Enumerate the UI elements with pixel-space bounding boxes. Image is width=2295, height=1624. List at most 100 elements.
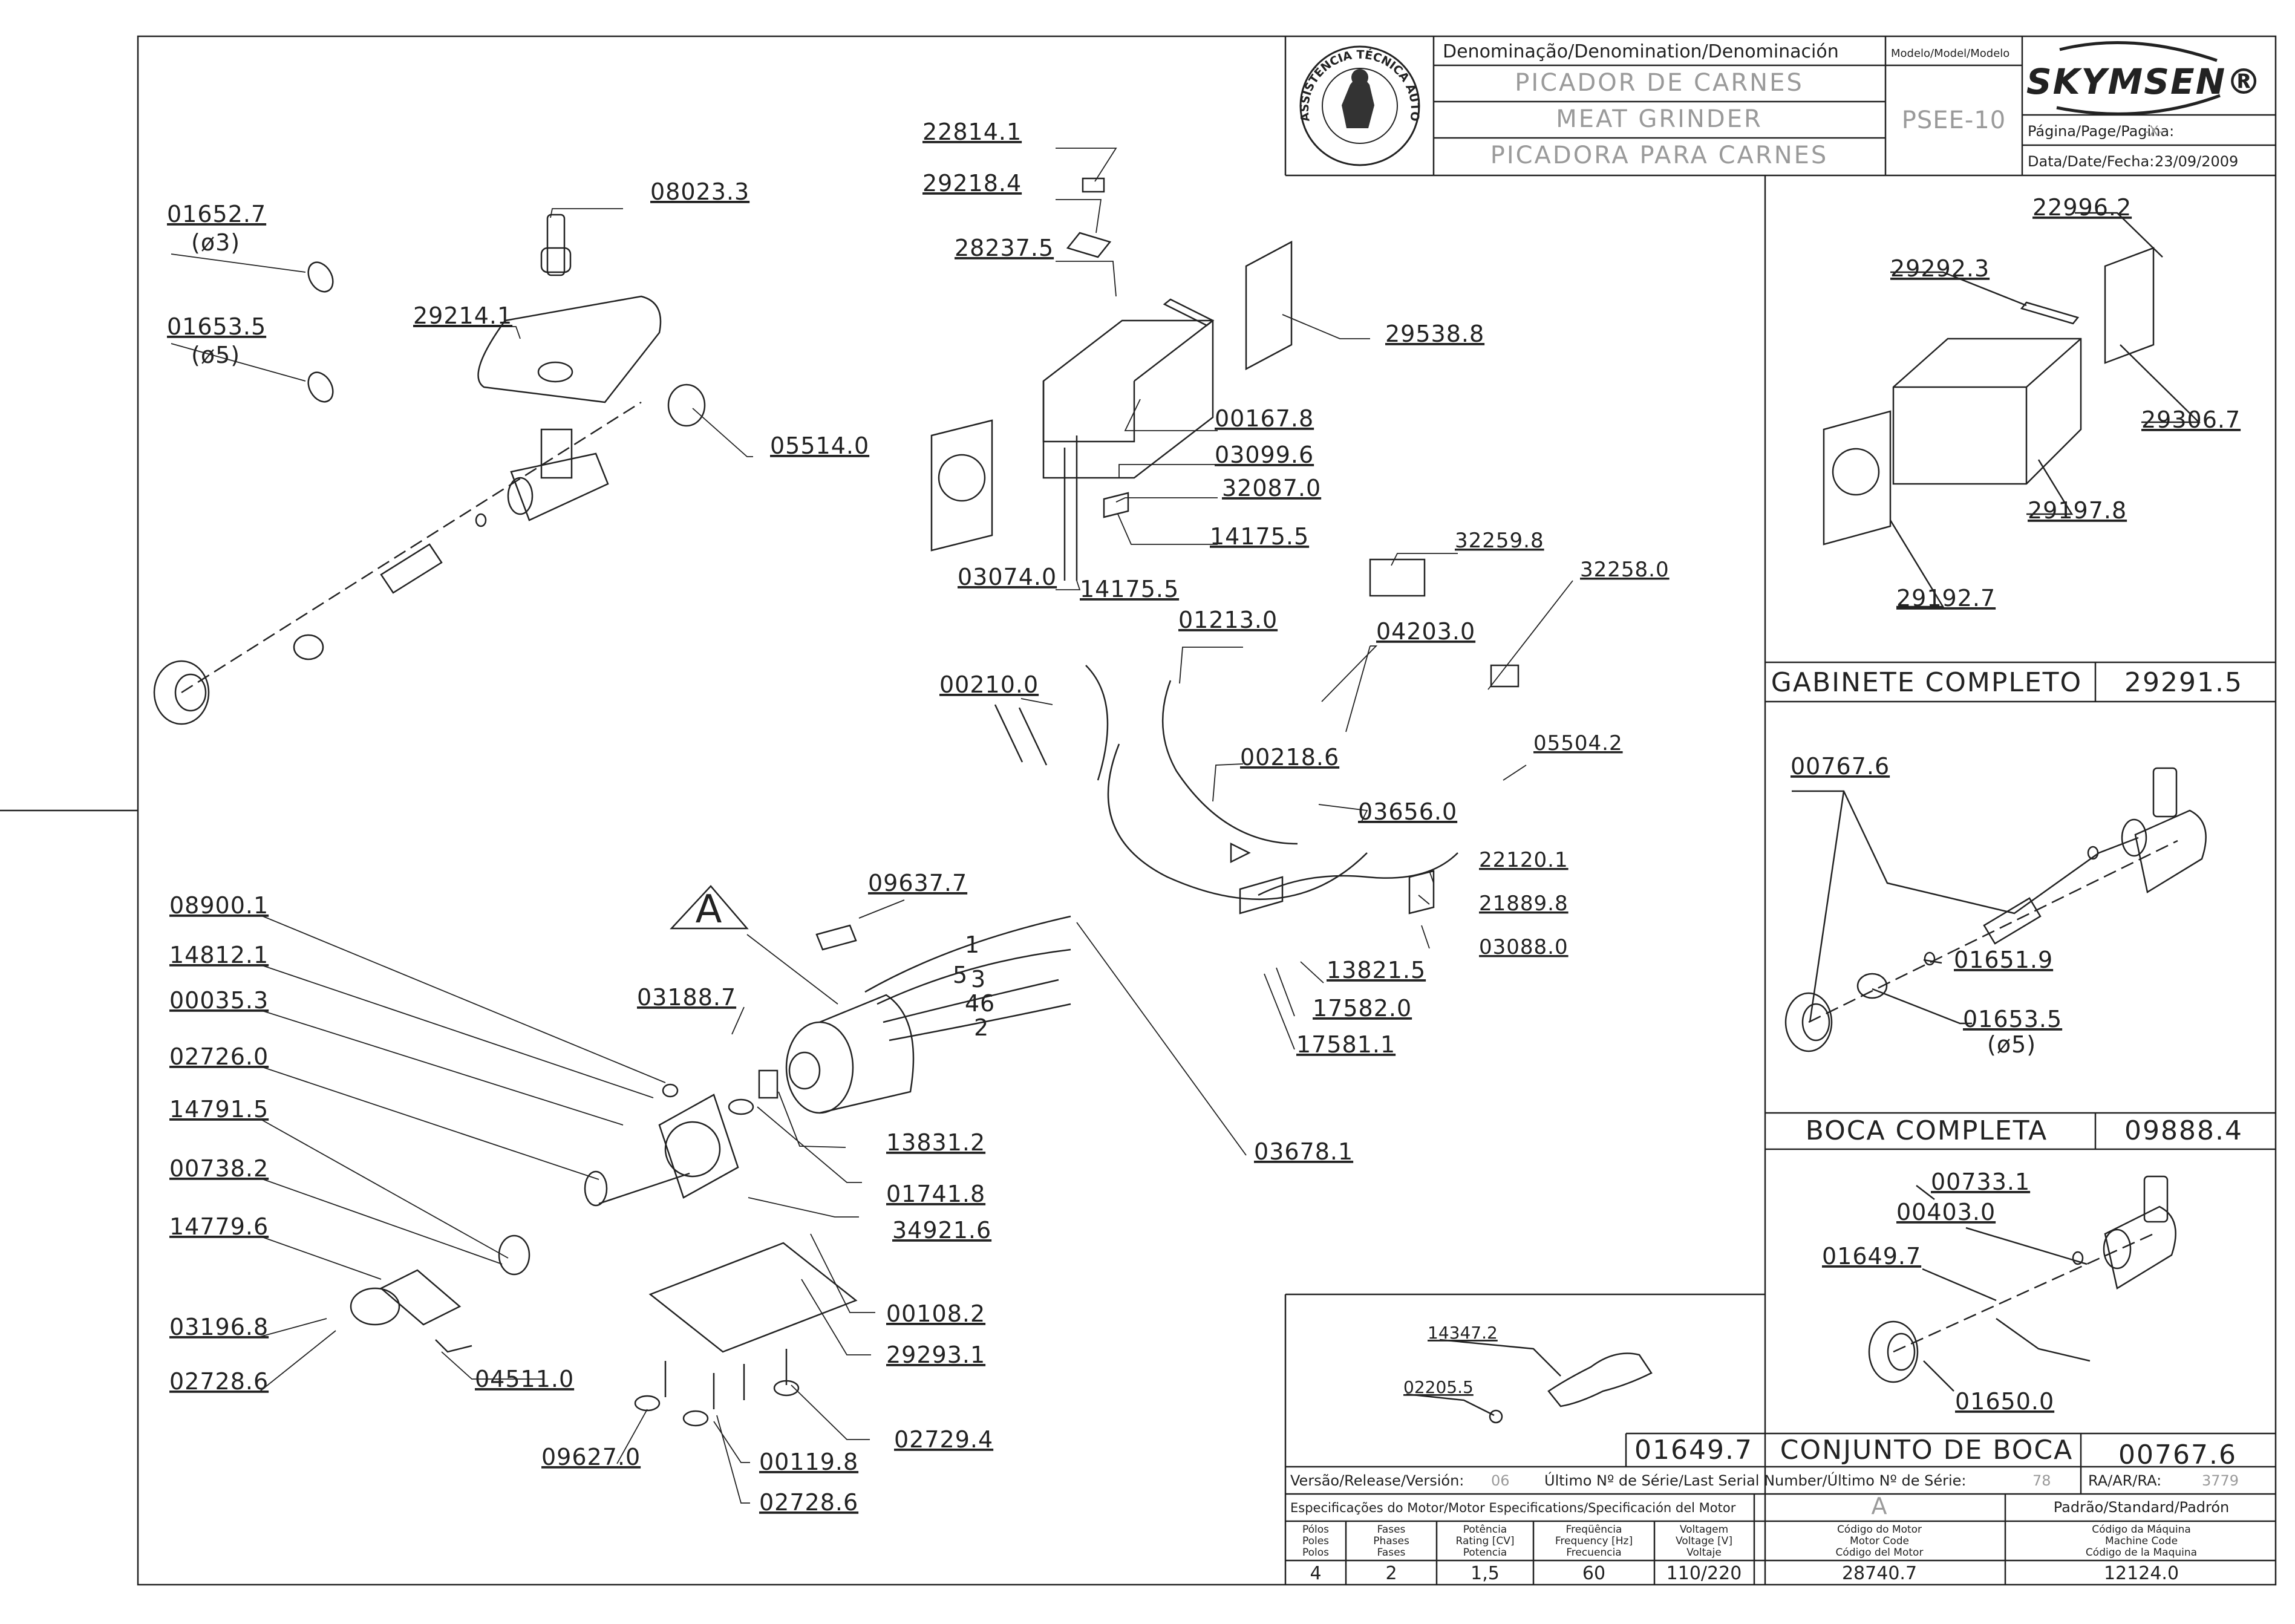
part-label-00403-0: 00403.0 (1896, 1199, 1996, 1225)
part-label-02728-6-b: 02728.6 (169, 1368, 269, 1395)
part-label-03099-6: 03099.6 (1215, 442, 1314, 468)
part-label-09627-0: 09627.0 (541, 1444, 641, 1470)
wire-number: 4 (965, 990, 980, 1017)
col-head-poles: Poles (1302, 1535, 1329, 1547)
brand-logo: SKYMSEN® (2026, 61, 2262, 102)
col-head-rating: Rating [CV] (1456, 1535, 1515, 1547)
part-label-14175-5-b: 14175.5 (1080, 576, 1179, 602)
part-label-08900-1: 08900.1 (169, 892, 269, 919)
part-label-01213-0: 01213.0 (1178, 607, 1278, 633)
part-label-14175-5: 14175.5 (1210, 523, 1309, 550)
part-label-00767-6: 00767.6 (1791, 753, 1890, 780)
part-label-05504-2: 05504.2 (1533, 731, 1623, 755)
value-rating: 1,5 (1471, 1563, 1500, 1584)
grinder-head-group (153, 214, 706, 725)
model-value: PSEE-10 (1902, 106, 2006, 134)
part-label-29214-1: 29214.1 (413, 302, 512, 329)
part-label-32087-0: 32087.0 (1222, 475, 1321, 501)
col-head-machine-code: Machine Code (2105, 1535, 2178, 1547)
part-label-01651-9: 01651.9 (1954, 947, 2053, 973)
value-poles: 4 (1310, 1563, 1321, 1584)
part-label-01649-7: 01649.7 (1822, 1243, 1921, 1270)
part-label-29292-3: 29292.3 (1890, 255, 1990, 282)
part-label-00218-6: 00218.6 (1240, 744, 1339, 771)
ra-label: RA/AR/RA: (2088, 1472, 2161, 1489)
mouth-assembly-box: 00733.1 00403.0 01649.7 01650.0 CONJUNTO… (1780, 1169, 2237, 1470)
col-head-machine-code: Código de la Maquina (2086, 1547, 2197, 1559)
footer-table: Versão/Release/Versión: 06 Último Nº de … (1290, 1471, 2239, 1584)
part-label-17582-0: 17582.0 (1313, 995, 1412, 1022)
version-label: Versão/Release/Versión: (1290, 1472, 1464, 1489)
value-phases: 2 (1385, 1563, 1397, 1584)
cabinet-group (930, 177, 1293, 581)
part-label-22996-2: 22996.2 (2032, 194, 2132, 221)
part-label-32258-0: 32258.0 (1580, 558, 1670, 582)
part-label-01653-5: 01653.5 (167, 313, 266, 340)
part-label-13831-2: 13831.2 (886, 1129, 985, 1156)
value-machine-code: 12124.0 (2104, 1563, 2179, 1584)
part-label-17581-1: 17581.1 (1296, 1031, 1396, 1058)
part-label-02205-5: 02205.5 (1403, 1377, 1474, 1397)
gearbox-group (350, 1083, 858, 1427)
part-label-05514-0: 05514.0 (770, 432, 869, 459)
mouth-complete-box: 00767.6 01651.9 01653.5 (ø5) BOCA COMPLE… (1784, 753, 2242, 1146)
value-frequency: 60 (1582, 1563, 1605, 1584)
part-note-01652-7: (ø3) (191, 229, 240, 256)
col-head-voltage: Voltagem (1680, 1524, 1728, 1536)
col-head-motor-code: Motor Code (1850, 1535, 1909, 1547)
electrical-group (994, 558, 1520, 915)
mouth-assembly-code: 00767.6 (2118, 1440, 2237, 1470)
mouth-assembly-title: CONJUNTO DE BOCA (1780, 1435, 2073, 1466)
part-label-00167-8: 00167.8 (1215, 405, 1314, 432)
part-label-14347-2: 14347.2 (1428, 1323, 1498, 1343)
part-label-29192-7: 29192.7 (1896, 585, 1996, 611)
screw-assembly-box: 14347.2 02205.5 01649.7 (1403, 1323, 1753, 1466)
part-label-09637-7: 09637.7 (868, 870, 967, 896)
col-head-frequency: Frecuencia (1566, 1547, 1621, 1559)
name-pt: PICADOR DE CARNES (1515, 69, 1803, 97)
part-label-01652-7: 01652.7 (167, 201, 266, 227)
wire-number: 2 (974, 1014, 989, 1041)
screw-assembly-code: 01649.7 (1634, 1435, 1753, 1466)
part-label-00733-1: 00733.1 (1931, 1169, 2030, 1195)
col-head-phases: Fases (1377, 1547, 1406, 1559)
col-head-machine-code: Código da Máquina (2092, 1524, 2191, 1536)
mouth-complete-title: BOCA COMPLETA (1806, 1115, 2048, 1146)
col-head-poles: Polos (1302, 1547, 1329, 1559)
name-en: MEAT GRINDER (1556, 105, 1763, 133)
name-es: PICADORA PARA CARNES (1490, 142, 1829, 169)
part-note-01653-5: (ø5) (191, 342, 240, 368)
serial-value: 78 (2032, 1472, 2051, 1489)
part-label-03196-8: 03196.8 (169, 1314, 269, 1340)
part-label-22120-1: 22120.1 (1479, 848, 1569, 872)
part-label-28237-5: 28237.5 (955, 235, 1054, 261)
part-label-01741-8: 01741.8 (886, 1181, 985, 1207)
ra-value: 3779 (2202, 1472, 2239, 1489)
mouth-note: (ø5) (1987, 1031, 2036, 1058)
date-label: Data/Date/Fecha: (2028, 153, 2154, 170)
part-label-14791-5: 14791.5 (169, 1096, 269, 1123)
page-label: Página/Page/Pagina: (2028, 123, 2174, 140)
motor-mark: A (696, 887, 723, 932)
part-label-00738-2: 00738.2 (169, 1155, 269, 1182)
part-label-04203-0: 04203.0 (1376, 618, 1475, 645)
model-label: Modelo/Model/Modelo (1891, 47, 2009, 60)
part-label-34921-6: 34921.6 (892, 1217, 991, 1244)
wire-number: 1 (965, 931, 980, 958)
serial-label: Último Nº de Série/Last Serial Number/Úl… (1544, 1471, 1966, 1489)
page-value: -X- (2144, 123, 2163, 140)
part-label-00108-2: 00108.2 (886, 1300, 985, 1327)
part-label-00210-0: 00210.0 (939, 671, 1039, 698)
col-head-motor-code: Código del Motor (1836, 1547, 1924, 1559)
authorized-service-logo: ASSISTÊNCIA TÉCNICA AUTORIZADA (0, 0, 1422, 166)
part-label-00119-8: 00119.8 (759, 1449, 858, 1475)
part-label-08023-3: 08023.3 (650, 178, 749, 205)
part-label-32259-8: 32259.8 (1455, 529, 1544, 553)
part-label-29293-1: 29293.1 (886, 1342, 985, 1368)
col-head-voltage: Voltaje (1686, 1547, 1722, 1559)
standard-label: Padrão/Standard/Padrón (2054, 1499, 2230, 1516)
part-label-03088-0: 03088.0 (1479, 935, 1569, 959)
part-label-14779-6: 14779.6 (169, 1213, 269, 1240)
part-label-29306-7: 29306.7 (2141, 406, 2241, 433)
